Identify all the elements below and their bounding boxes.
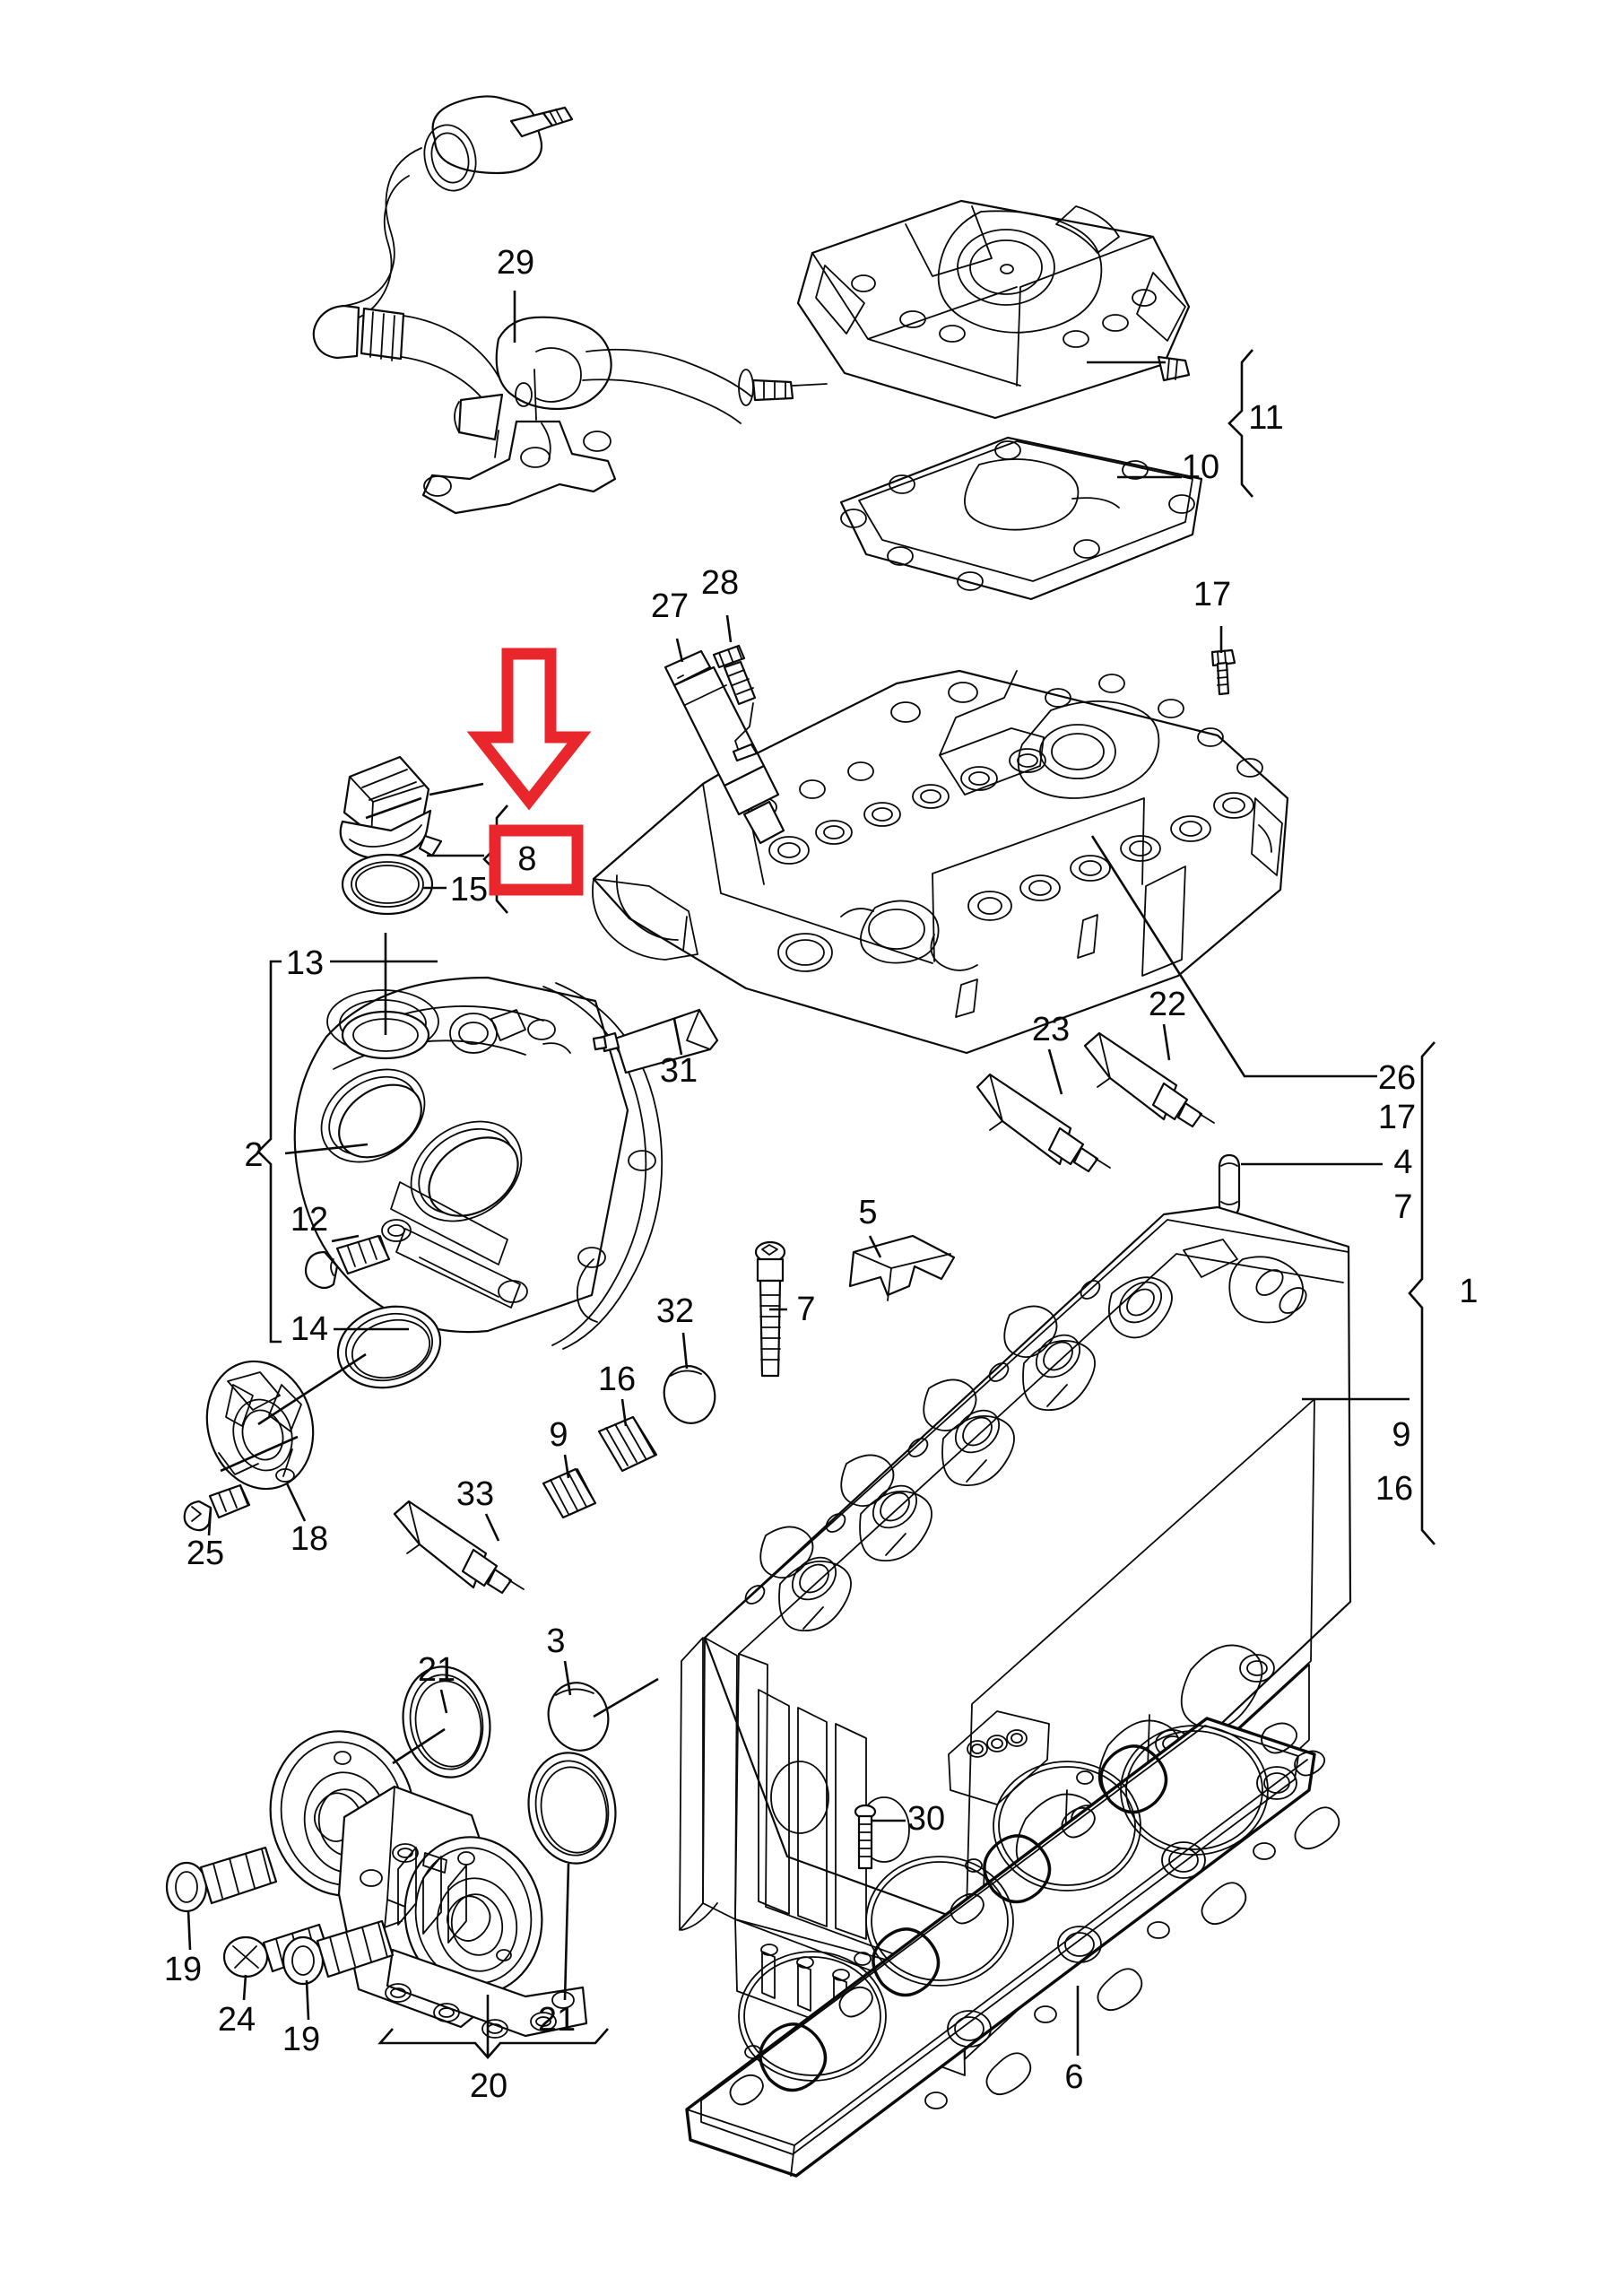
- part-26-cylinder-head: [592, 669, 1289, 1055]
- part-31-sealant-tube: [592, 1008, 719, 1074]
- callout-13: 13: [286, 944, 324, 982]
- highlight-overlay: [466, 648, 592, 896]
- part-9-stud-short: [542, 1467, 597, 1519]
- callout-30: 30: [907, 1800, 945, 1838]
- part-16-stud-long: [597, 1415, 658, 1473]
- callout-16-mid: 16: [598, 1361, 636, 1398]
- callout-21-top: 21: [418, 1651, 455, 1689]
- callout-8: 8: [517, 840, 536, 878]
- part-28-sender-screw: [712, 644, 759, 762]
- callout-1: 1: [1459, 1273, 1478, 1310]
- callout-6: 6: [1064, 2058, 1083, 2096]
- part-29-vacuum-hose: [312, 95, 828, 515]
- callout-12: 12: [291, 1201, 328, 1239]
- callout-9-right: 9: [1392, 1416, 1410, 1454]
- part-23-sealant-tube: [976, 1073, 1111, 1173]
- part-4-dowel-pin: [1218, 1153, 1241, 1218]
- part-11-valve-cover: [796, 199, 1191, 420]
- callout-16-right: 16: [1375, 1470, 1413, 1508]
- callout-2: 2: [244, 1136, 263, 1174]
- red-highlight-box: [489, 824, 584, 896]
- callout-7-right: 7: [1393, 1188, 1412, 1226]
- part-10-valve-cover-gasket: [839, 436, 1203, 601]
- callout-33: 33: [456, 1475, 494, 1513]
- part-22-sealant-tube: [1083, 1031, 1215, 1128]
- callout-29: 29: [497, 244, 534, 282]
- callout-22: 22: [1149, 986, 1186, 1023]
- callout-32: 32: [656, 1292, 694, 1330]
- red-down-arrow: [466, 648, 592, 811]
- callout-15: 15: [450, 871, 488, 909]
- part-12-cover-bolt: [304, 1234, 391, 1290]
- leader-lines: [186, 291, 1436, 2059]
- callout-11: 11: [1248, 399, 1283, 437]
- part-21-pump-o-ring-top: [402, 1665, 491, 1779]
- callout-17-top: 17: [1193, 576, 1231, 613]
- callout-21-bottom: 21: [538, 2001, 576, 2039]
- part-15-cap-seal-ring: [341, 853, 434, 916]
- part-20-water-pump: [269, 1730, 588, 2039]
- part-19-flanged-bolt-a: [165, 1846, 278, 1913]
- callout-26: 26: [1378, 1059, 1416, 1097]
- callout-19-b: 19: [282, 2021, 320, 2058]
- part-33-sealant-tube: [393, 1500, 525, 1595]
- part-17-hex-bolt-top: [1210, 648, 1236, 696]
- callout-20: 20: [470, 2067, 507, 2105]
- callout-numbers: 29 11 10 27 28 17 8 15 13 31 22 23 26 17…: [164, 244, 1479, 2105]
- part-25-flange-screw: [183, 1483, 251, 1532]
- part-32-core-plug-small: [663, 1365, 716, 1424]
- part-7-head-bolt: [754, 1240, 786, 1378]
- callout-4: 4: [1393, 1144, 1412, 1181]
- part-18-seal-flange: [205, 1360, 315, 1491]
- callout-23: 23: [1032, 1011, 1070, 1048]
- callout-5: 5: [858, 1194, 877, 1231]
- callout-28: 28: [701, 564, 739, 602]
- callout-10: 10: [1182, 448, 1219, 486]
- callout-24: 24: [218, 2001, 256, 2039]
- callout-19-a: 19: [164, 1951, 202, 1988]
- callout-9-mid: 9: [549, 1416, 568, 1454]
- callout-3: 3: [546, 1622, 565, 1660]
- callout-17-right: 17: [1378, 1099, 1416, 1136]
- callout-27: 27: [651, 587, 689, 625]
- part-14-o-ring: [336, 1305, 442, 1389]
- part-6-head-gasket: [685, 1717, 1340, 2178]
- part-21-pump-o-ring-bottom: [527, 1752, 617, 1865]
- callout-7-mid: 7: [796, 1291, 815, 1328]
- callout-18: 18: [291, 1520, 328, 1558]
- callout-25: 25: [186, 1535, 224, 1572]
- callout-14: 14: [291, 1310, 328, 1348]
- part-19-flanged-bolt-b: [282, 1919, 395, 1986]
- part-30-block-bolt: [854, 1804, 877, 1870]
- callout-31: 31: [660, 1052, 698, 1090]
